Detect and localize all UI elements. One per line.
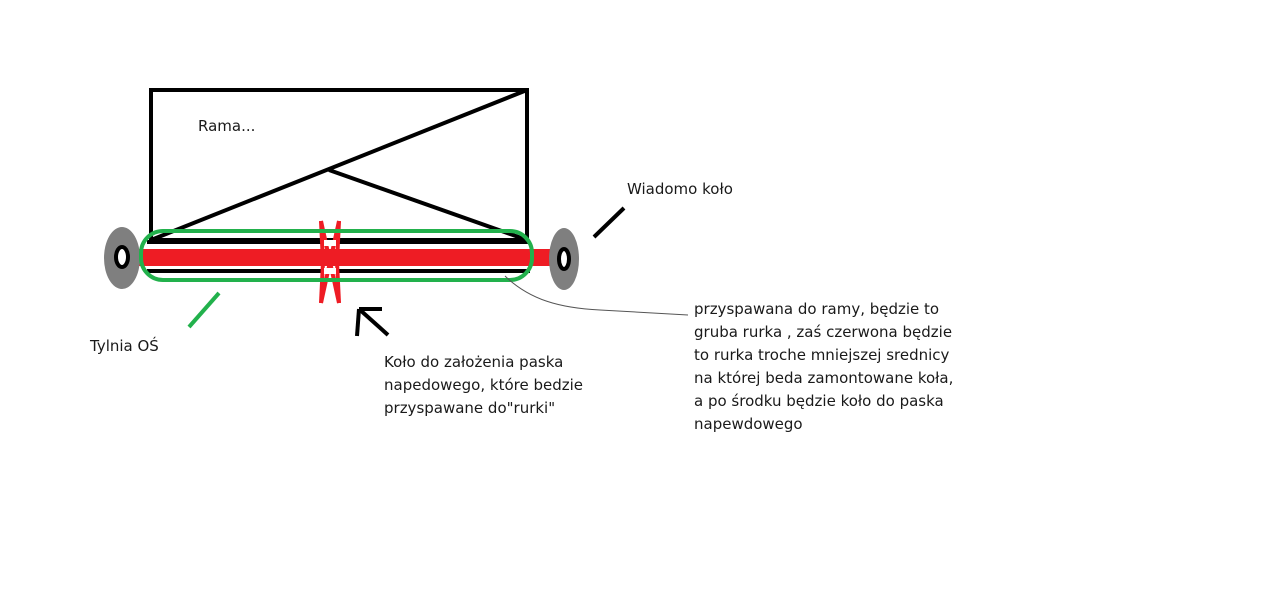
- frame-brace-diagonal: [150, 88, 528, 242]
- pulley-mark: [319, 220, 341, 304]
- tube-description-line: a po środku będzie koło do paska: [694, 392, 944, 410]
- rear-axle-leader: [187, 291, 221, 329]
- tube-group-outline: [139, 229, 534, 282]
- pulley-description: Koło do założenia paska napedowego, któr…: [384, 351, 583, 420]
- tube-description-leader: [504, 275, 689, 316]
- pulley-arrow: [355, 307, 390, 337]
- right-wheel-hub: [557, 247, 571, 271]
- pulley-description-line: Koło do założenia paska: [384, 353, 564, 371]
- left-wheel-hub: [114, 245, 130, 269]
- tube-description-line: napewdowego: [694, 415, 803, 433]
- tube-description: przyspawana do ramy, będzie to gruba rur…: [694, 298, 953, 436]
- rear-axle-label: Tylnia OŚ: [90, 337, 159, 355]
- tube-description-line: na której beda zamontowane koła,: [694, 369, 954, 387]
- wheel-label: Wiadomo koło: [627, 180, 733, 198]
- frame-brace-inner: [328, 168, 528, 242]
- tube-description-line: gruba rurka , zaś czerwona będzie: [694, 323, 953, 341]
- tube-description-line: przyspawana do ramy, będzie to: [694, 300, 940, 318]
- wheel-leader: [592, 206, 626, 239]
- pulley-gap: [324, 268, 336, 274]
- pulley-description-line: przyspawane do"rurki": [384, 399, 556, 417]
- pulley-gap: [324, 240, 336, 246]
- frame-label: Rama...: [198, 117, 256, 135]
- tube-description-line: to rurka troche mniejszej srednicy: [694, 346, 950, 364]
- pulley-description-line: napedowego, które bedzie: [384, 376, 583, 394]
